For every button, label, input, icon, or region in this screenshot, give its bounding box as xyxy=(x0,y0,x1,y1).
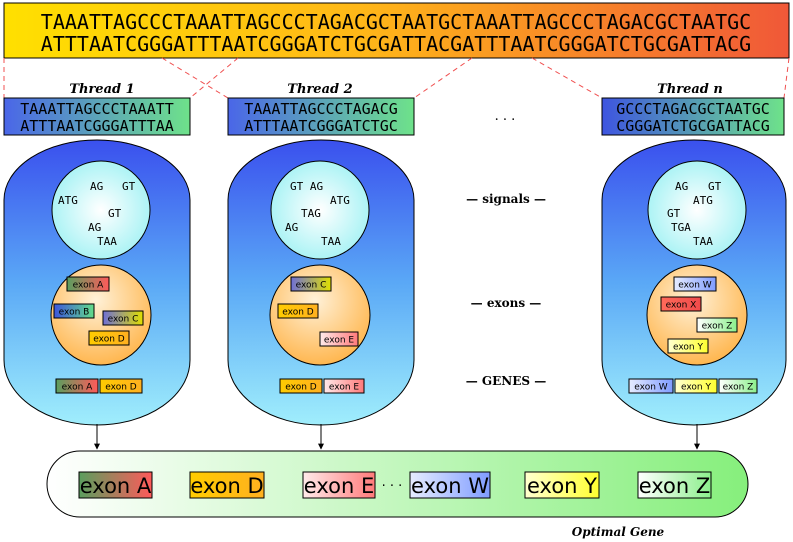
optimal-gene-capsule xyxy=(46,450,749,518)
genes-label: — GENES — xyxy=(466,374,547,388)
thread-2-seq-bottom: ATTTAATCGGGATCTGC xyxy=(244,117,398,135)
exon-label: exon Y xyxy=(673,343,703,353)
thread-2-genes: exon D exon E xyxy=(279,378,365,394)
thread-2-signals: GT AG ATG TAG AG TAA xyxy=(285,180,350,248)
thread-n-sequence: GCCCTAGACGCTAATGC CGGGATCTGCGATTACG xyxy=(601,97,785,136)
exon-label: exon X xyxy=(666,301,697,311)
thread-1-exons: exon A exon B exon C exon D xyxy=(53,276,144,346)
thread-2-sequence: TAAATTAGCCCTAGACG ATTTAATCGGGATCTGC xyxy=(227,97,415,136)
sequence-top: TAAATTAGCCCTAAATTAGCCCTAGACGCTAATGCTAAAT… xyxy=(41,10,751,34)
thread-n-genes: exon W exon Y exon Z xyxy=(628,378,758,394)
thread-1-signals-circle xyxy=(51,160,151,260)
exon-label: exon D xyxy=(282,308,313,318)
signal-label: TAA xyxy=(97,235,117,248)
optimal-gene-exons: exon A exon D exon E exon W exon Y exon … xyxy=(78,471,712,499)
exons-label: — exons — xyxy=(471,296,542,310)
mapping-lines xyxy=(3,57,790,99)
exon-label: exon C xyxy=(108,315,139,325)
exon-label: exon Z xyxy=(702,322,733,332)
signal-label: TAG xyxy=(301,207,321,220)
thread-n-seq-bottom: CGGGATCTGCGATTACG xyxy=(616,117,770,135)
signal-label: TGA xyxy=(671,221,691,234)
exon-label: exon E xyxy=(324,336,354,346)
signal-label: GT AG xyxy=(290,180,323,193)
thread-1-title: Thread 1 xyxy=(69,82,134,97)
signal-label: ATG xyxy=(693,194,713,207)
thread-1-genes: exon A exon D xyxy=(55,378,143,394)
exon-label: exon D xyxy=(93,335,124,345)
signal-label: AG xyxy=(88,221,101,234)
thread-n-title: Thread n xyxy=(657,82,723,97)
signal-label: AG xyxy=(90,180,103,193)
signal-label: ATG xyxy=(58,194,78,207)
optimal-exon-label: exon Z xyxy=(639,474,711,498)
optimal-exon-label: exon E xyxy=(304,474,374,498)
signal-label: TAA xyxy=(321,235,341,248)
signal-label: GT xyxy=(122,180,136,193)
gene-exon-label: exon D xyxy=(285,383,316,393)
signals-label: — signals — xyxy=(466,192,546,206)
signal-label: AG xyxy=(675,180,688,193)
gene-exon-label: exon Z xyxy=(723,383,754,393)
gene-exon-label: exon E xyxy=(329,383,359,393)
thread-1-seq-top: TAAATTAGCCCTAAATT xyxy=(20,100,174,118)
thread-2-exons: exon C exon D exon E xyxy=(277,276,359,347)
thread-n-signals-circle xyxy=(647,160,747,260)
optimal-exon-label: exon Y xyxy=(527,474,597,498)
exon-label: exon W xyxy=(678,281,711,291)
arrows xyxy=(94,424,700,450)
threads-ellipsis: . . . xyxy=(495,109,516,124)
optimal-dots: · · · xyxy=(382,479,403,494)
gene-exon-label: exon A xyxy=(62,383,93,393)
optimal-gene-caption: Optimal Gene xyxy=(572,525,665,539)
optimal-exon-label: exon W xyxy=(411,474,489,498)
signal-label: ATG xyxy=(330,194,350,207)
exon-label: exon B xyxy=(59,308,90,318)
signal-label: GT xyxy=(708,180,722,193)
thread-1-seq-bottom: ATTTAATCGGGATTTAA xyxy=(20,117,174,135)
gene-exon-label: exon W xyxy=(634,383,667,393)
sequence-bar: TAAATTAGCCCTAAATTAGCCCTAGACGCTAATGCTAAAT… xyxy=(3,2,790,59)
gene-exon-label: exon D xyxy=(105,383,136,393)
thread-1-sequence: TAAATTAGCCCTAAATT ATTTAATCGGGATTTAA xyxy=(3,97,191,136)
thread-n-seq-top: GCCCTAGACGCTAATGC xyxy=(616,100,770,118)
thread-n-exons: exon W exon X exon Z exon Y xyxy=(660,276,738,354)
exon-label: exon C xyxy=(296,281,327,291)
optimal-exon-label: exon A xyxy=(80,474,152,498)
signal-label: TAA xyxy=(693,235,713,248)
optimal-exon-label: exon D xyxy=(190,474,263,498)
exon-label: exon A xyxy=(73,281,104,291)
signal-label: GT xyxy=(667,207,681,220)
signal-label: AG xyxy=(285,221,298,234)
thread-1-signals: AG GT ATG GT AG TAA xyxy=(58,180,136,248)
signal-label: GT xyxy=(108,207,122,220)
thread-2-seq-top: TAAATTAGCCCTAGACG xyxy=(244,100,398,118)
sequence-bottom: ATTTAATCGGGATTTAATCGGGATCTGCGATTACGATTTA… xyxy=(41,32,751,56)
thread-2-signals-circle xyxy=(270,160,370,260)
thread-2-title: Thread 2 xyxy=(287,82,352,97)
gene-exon-label: exon Y xyxy=(681,383,711,393)
thread-n-signals: AG GT ATG GT TGA TAA xyxy=(667,180,722,248)
